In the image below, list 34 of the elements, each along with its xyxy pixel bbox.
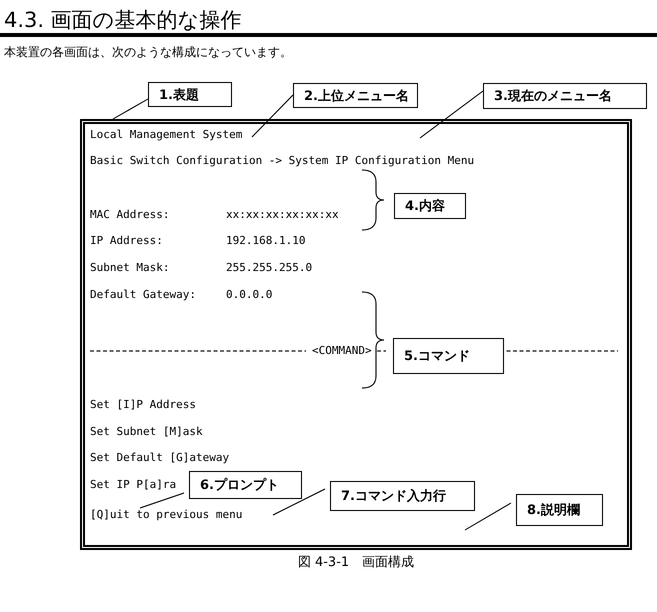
callout-box: 5.コマンド: [393, 338, 504, 374]
leader-line: [420, 90, 484, 138]
menu-option: Set IP P[a]ra: [90, 478, 176, 492]
section-heading: 4.3. 画面の基本的な操作: [4, 7, 242, 34]
command-separator-text: <COMMAND>: [312, 344, 372, 358]
callout-box: 1.表題: [148, 82, 232, 107]
field-label: Subnet Mask:: [90, 261, 170, 275]
field-label: Default Gateway:: [90, 288, 196, 302]
field-value: 0.0.0.0: [226, 288, 272, 302]
menu-option: Set [I]P Address: [90, 398, 196, 412]
field-value: 255.255.255.0: [226, 261, 312, 275]
leader-line: [464, 502, 512, 530]
menu-option: Set Default [G]ateway: [90, 451, 230, 465]
callout-box: 7.コマンド入力行: [330, 481, 475, 511]
menu-option: [Q]uit to previous menu: [90, 508, 242, 522]
leader-line: [112, 98, 148, 120]
figure-caption: 図 4-3-1 画面構成: [296, 554, 416, 571]
leader-line: [272, 488, 326, 516]
menu-path-text: Basic Switch Configuration -> System IP Configuration Menu: [90, 154, 474, 168]
callout-box: 8.説明欄: [516, 494, 603, 526]
field-value: 192.168.1.10: [226, 234, 306, 248]
callout-box: 3.現在のメニュー名: [483, 83, 647, 109]
leader-line: [140, 492, 184, 508]
field-value: xx:xx:xx:xx:xx:xx: [226, 208, 339, 222]
field-label: IP Address:: [90, 234, 163, 248]
callout-box: 4.内容: [394, 193, 466, 219]
menu-option: Set Subnet [M]ask: [90, 425, 203, 439]
callout-box: 6.プロンプト: [189, 471, 302, 499]
callout-box: 2.上位メニュー名: [293, 83, 418, 108]
terminal-screen-frame: [80, 119, 632, 550]
screen-title-text: Local Management System: [90, 128, 242, 142]
intro-text: 本装置の各画面は、次のような構成になっています。: [4, 44, 292, 61]
field-label: MAC Address:: [90, 208, 170, 222]
leader-line: [252, 94, 294, 138]
